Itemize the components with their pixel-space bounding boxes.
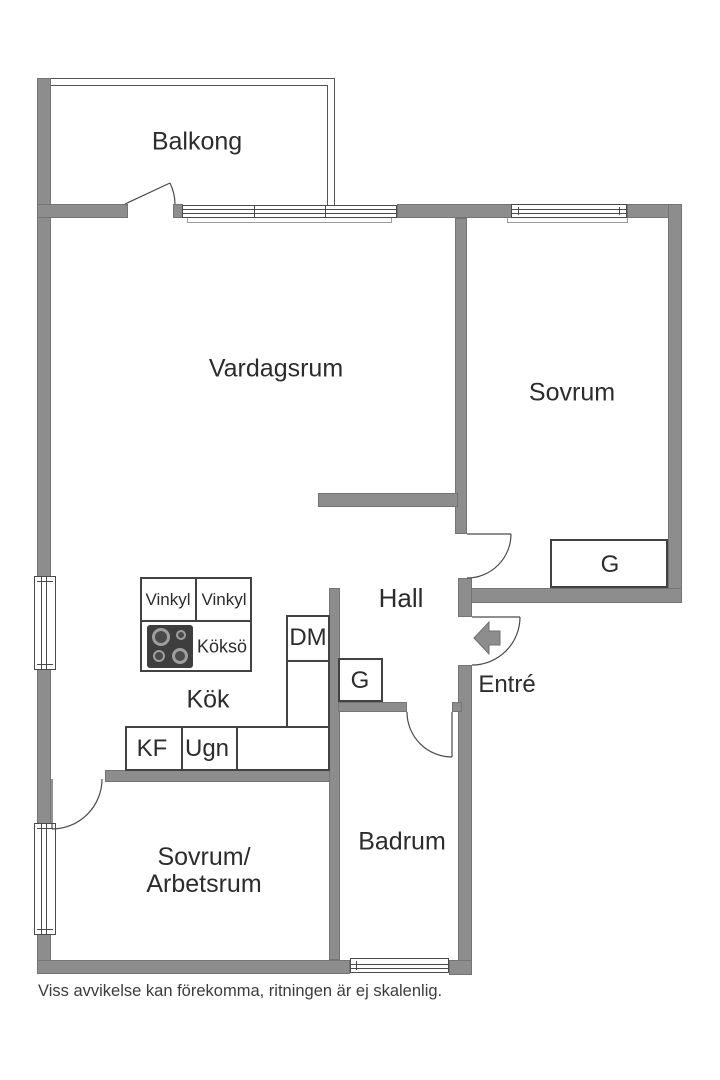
wall-entry-lower [458,665,472,975]
window-sovrum [511,204,627,218]
closet-hall [338,658,383,702]
counter-divider-2 [236,728,238,769]
closet-sovrum [550,539,668,588]
room-label-sovrum-arbetsrum-line1: Sovrum/ [157,843,251,871]
wall-top-pier [173,204,183,218]
window-vardagsrum-left [34,576,56,670]
wall-sovrum-bottom [458,588,682,603]
room-label-sovrum: Sovrum [528,378,616,407]
room-label-badrum: Badrum [358,827,446,856]
arbetsrum-door-arc [51,778,103,830]
stove-top [147,625,193,668]
window-vardagsrum [182,205,397,218]
entry-door-arc [471,616,521,666]
room-label-balkong: Balkong [151,127,243,156]
dishwasher-box [286,615,330,662]
window-badrum-bottom [350,958,449,973]
room-label-entre: Entré [478,671,536,699]
counter-strip [286,660,330,728]
badrum-door-arc [406,711,453,758]
fixture-label-dm: DM [289,624,327,652]
burner-small-right [176,630,186,640]
wall-top-left [37,204,128,218]
fixture-label-vinkyl-left: Vinkyl [145,589,191,609]
room-label-sovrum-arbetsrum: Sovrum/ Arbetsrum [146,844,261,898]
burner-medium [172,648,188,664]
fixture-label-vinkyl-right: Vinkyl [201,589,247,609]
wall-bottom-exterior [37,960,350,974]
room-label-sovrum-arbetsrum-line2: Arbetsrum [146,870,262,898]
wall-entry-upper [458,578,472,617]
fixture-label-kf: KF [136,735,168,763]
wall-kok-bottom [105,770,330,782]
fixture-label-g-hall: G [350,667,370,695]
fixture-label-kokso: Köksö [196,636,248,657]
room-label-hall: Hall [378,582,424,613]
fixture-label-ugn: Ugn [184,735,230,763]
balcony-rail-outer [44,78,335,206]
wall-top-middle [397,204,512,218]
burner-small-left [153,650,165,662]
counter-divider-1 [181,728,183,769]
sovrum-door-arc [466,533,512,579]
wall-kok-badrum [329,588,340,960]
counter-row [125,726,330,771]
burner-large [152,628,170,646]
wall-left-exterior [37,78,51,974]
disclaimer-text: Viss avvikelse kan förekomma, ritningen … [38,982,443,1000]
wall-badrum-top-jamb [452,702,462,712]
wall-hall-stub [318,493,458,507]
room-label-vardagsrum: Vardagsrum [208,354,344,383]
wall-vardagsrum-sovrum [455,218,467,534]
wall-bottom-right-corner [449,960,472,975]
fixture-label-g-sovrum: G [600,551,620,579]
wall-badrum-top [338,702,407,712]
wall-right-exterior [668,204,682,603]
entry-arrow-icon [473,620,501,656]
room-label-kok: Kök [186,685,230,714]
window-sovrum-arbetsrum-left [34,823,56,935]
balcony-rail-inner [44,85,328,206]
